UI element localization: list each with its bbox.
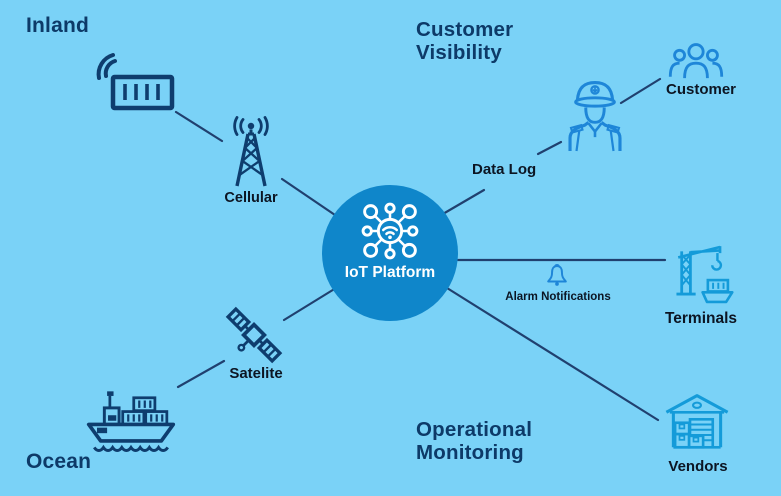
line-captain-customer xyxy=(619,77,662,105)
container-device-icon xyxy=(96,53,175,111)
heading-customer-visibility: Customer Visibility xyxy=(416,18,514,64)
captain-icon xyxy=(568,80,622,152)
label-satellite: Satelite xyxy=(229,365,283,382)
line-device-cellular xyxy=(174,110,224,143)
hub-label: IoT Platform xyxy=(344,264,436,281)
label-customer: Customer xyxy=(665,81,737,98)
label-alarm-notifications: Alarm Notifications xyxy=(505,291,611,303)
iot-network-icon xyxy=(361,202,419,260)
label-vendors: Vendors xyxy=(668,458,728,475)
alarm-bell-icon xyxy=(547,264,567,286)
line-hub-satellite xyxy=(282,286,338,322)
label-terminals: Terminals xyxy=(664,310,738,327)
cargo-ship-icon xyxy=(86,391,176,452)
satellite-icon xyxy=(225,306,283,364)
cellular-tower-icon xyxy=(233,116,269,187)
line-cellular-hub xyxy=(280,177,337,217)
iot-platform-hub: IoT Platform xyxy=(322,185,458,321)
customer-group-icon xyxy=(668,43,724,79)
heading-operational-monitoring: Operational Monitoring xyxy=(416,418,533,464)
port-crane-icon xyxy=(676,245,734,304)
line-satellite-ship xyxy=(176,359,226,389)
heading-ocean: Ocean xyxy=(26,450,92,473)
warehouse-icon xyxy=(665,394,729,449)
line-hub-vendors xyxy=(445,286,660,422)
label-cellular: Cellular xyxy=(224,190,278,206)
heading-inland: Inland xyxy=(26,14,90,37)
label-data-log: Data Log xyxy=(472,161,537,178)
line-datalog-captain xyxy=(536,140,563,156)
